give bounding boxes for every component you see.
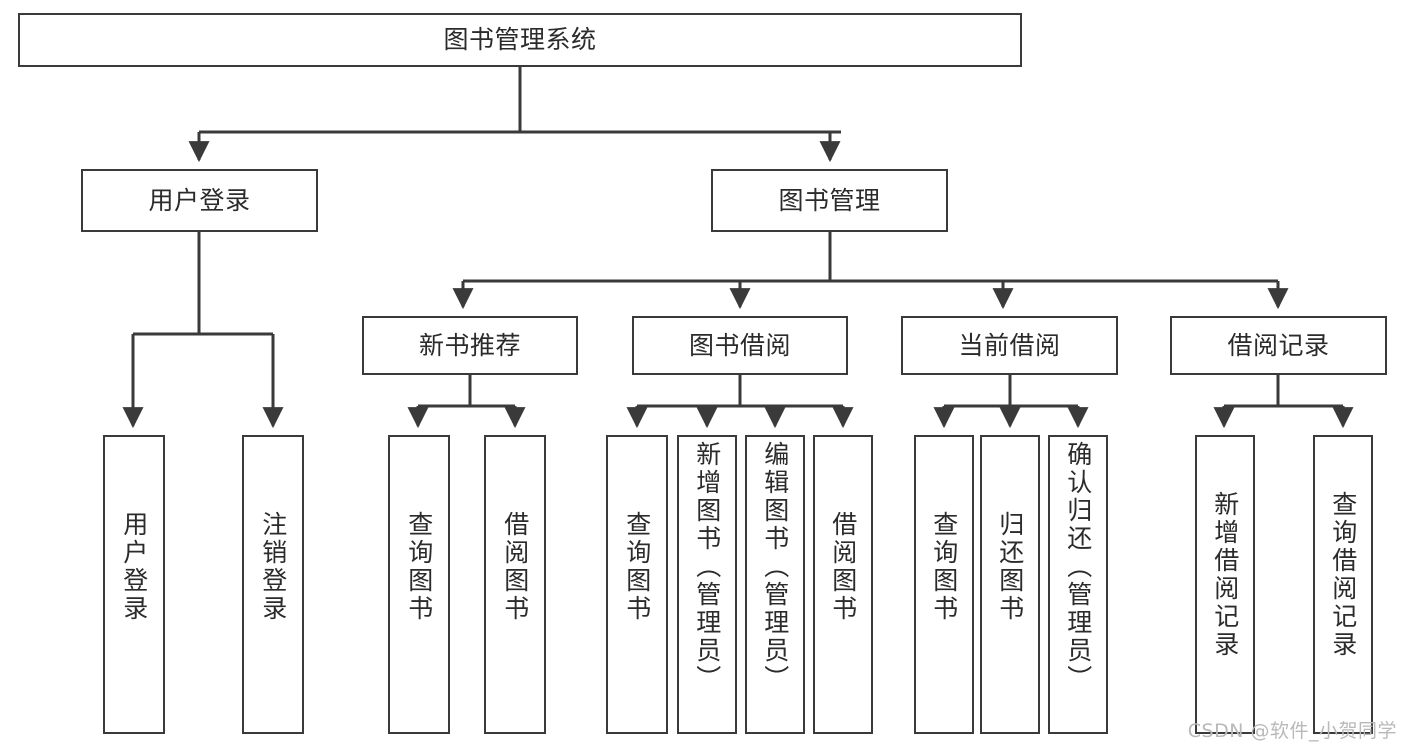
node-label: 图书管理系统 — [443, 25, 597, 55]
node-label: 查询图书 — [622, 511, 652, 623]
leaf-add-borrow-record[interactable]: 新增借阅记录 — [1195, 435, 1255, 734]
node-new-book-recommend[interactable]: 新书推荐 — [362, 316, 578, 375]
node-label: 图书管理 — [778, 185, 881, 215]
leaf-confirm-return-admin[interactable]: 确认归还（管理员） — [1048, 435, 1108, 734]
node-label: 图书借阅 — [688, 330, 791, 360]
leaf-logout-login[interactable]: 注销登录 — [242, 435, 304, 734]
node-label: 注销登录 — [258, 511, 288, 623]
leaf-query-book-recommend[interactable]: 查询图书 — [388, 435, 450, 734]
leaf-query-book-borrow[interactable]: 查询图书 — [606, 435, 668, 734]
node-current-borrow[interactable]: 当前借阅 — [901, 316, 1118, 375]
node-label: 借阅记录 — [1227, 330, 1330, 360]
node-label: 当前借阅 — [958, 330, 1061, 360]
node-label: 用户登录 — [119, 511, 149, 623]
node-label: 确认归还（管理员） — [1063, 441, 1093, 693]
leaf-borrow-book[interactable]: 借阅图书 — [813, 435, 873, 734]
node-label: 新书推荐 — [418, 330, 521, 360]
node-label: 查询图书 — [404, 511, 434, 623]
leaf-return-book[interactable]: 归还图书 — [980, 435, 1040, 734]
node-label: 查询图书 — [929, 511, 959, 623]
node-label: 新增图书（管理员） — [692, 441, 722, 693]
leaf-query-book-current[interactable]: 查询图书 — [914, 435, 974, 734]
node-label: 新增借阅记录 — [1210, 491, 1240, 659]
node-book-borrow[interactable]: 图书借阅 — [632, 316, 848, 375]
leaf-query-borrow-record[interactable]: 查询借阅记录 — [1313, 435, 1373, 734]
node-book-management[interactable]: 图书管理 — [711, 169, 948, 232]
node-label: 查询借阅记录 — [1328, 491, 1358, 659]
node-root-book-management-system[interactable]: 图书管理系统 — [18, 13, 1022, 67]
leaf-borrow-book-recommend[interactable]: 借阅图书 — [484, 435, 546, 734]
node-user-login[interactable]: 用户登录 — [81, 169, 318, 232]
node-label: 借阅图书 — [828, 511, 858, 623]
watermark-text: CSDN @软件_小贺同学 — [1187, 720, 1397, 742]
node-label: 编辑图书（管理员） — [760, 441, 790, 693]
node-label: 归还图书 — [995, 511, 1025, 623]
leaf-add-book-admin[interactable]: 新增图书（管理员） — [677, 435, 737, 734]
leaf-user-login[interactable]: 用户登录 — [103, 435, 165, 734]
leaf-edit-book-admin[interactable]: 编辑图书（管理员） — [745, 435, 805, 734]
node-label: 借阅图书 — [500, 511, 530, 623]
node-borrow-record[interactable]: 借阅记录 — [1170, 316, 1387, 375]
node-label: 用户登录 — [148, 185, 251, 215]
